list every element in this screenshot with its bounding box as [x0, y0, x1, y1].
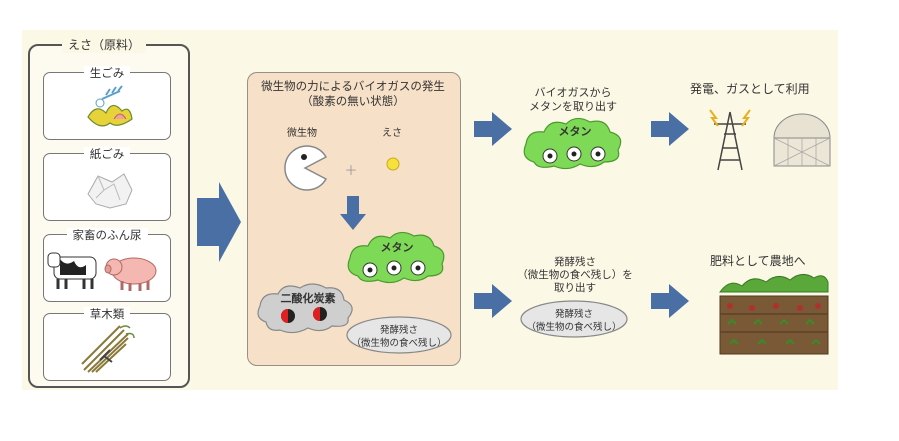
- livestock-icon: [47, 252, 157, 291]
- feed-item-label: 紙ごみ: [83, 147, 131, 161]
- process-title-line2: （酸素の無い状態）: [301, 94, 405, 108]
- methane-cloud-extracted: [523, 117, 622, 170]
- feed-dot-icon: [386, 157, 400, 171]
- arrow-to-residue: [474, 284, 512, 318]
- farmland-icon: [719, 274, 829, 355]
- residue-title-line2: （微生物の食べ残し）を: [517, 269, 633, 281]
- co2-label: 二酸化炭素: [280, 292, 336, 305]
- paper-waste-icon: [87, 173, 133, 209]
- residue-cloud-extracted: [520, 300, 628, 338]
- microbe-icon: [284, 145, 328, 191]
- biogas-title-line2: メタンを取り出す: [529, 100, 617, 113]
- down-arrow: [340, 196, 366, 230]
- residue-title-line3: 取り出す: [554, 282, 596, 294]
- process-title-line1: 微生物の力によるバイオガスの発生: [261, 79, 445, 93]
- grass-bundle-icon: [81, 325, 135, 373]
- feed-item-livestock: 家畜のふん尿: [43, 228, 171, 302]
- fertilizer-title: 肥料として農地へ: [710, 254, 806, 268]
- arrow-to-use: [651, 112, 689, 146]
- feed-item-label: 家畜のふん尿: [66, 228, 148, 242]
- gas-tank-icon: [773, 113, 831, 167]
- feed-dot-label: えさ: [382, 128, 402, 139]
- arrow-to-biogas: [474, 112, 512, 146]
- big-arrow-right: [197, 182, 241, 262]
- methane-cloud-process: [347, 231, 445, 284]
- microbe-label: 微生物: [287, 128, 317, 139]
- residue-cloud-line2: （微生物の食べ残し）: [526, 322, 622, 333]
- feed-item-label: 生ごみ: [83, 66, 131, 80]
- residue-process-line2: （微生物の食べ残し）: [351, 338, 447, 349]
- feed-item-paper-waste: 紙ごみ: [43, 147, 171, 221]
- residue-title-line1: 発酵残さ: [554, 256, 596, 268]
- food-waste-icon: [87, 85, 133, 127]
- feed-item-label: 草木類: [83, 307, 131, 321]
- arrow-to-fertilizer: [651, 284, 689, 318]
- biogas-title-line1: バイオガスから: [534, 86, 612, 99]
- residue-process-line1: 発酵残さ: [379, 325, 418, 336]
- feed-item-grass: 草木類: [43, 307, 171, 381]
- residue-cloud-line1: 発酵残さ: [554, 309, 593, 320]
- residue-cloud-process: [346, 316, 452, 354]
- plus-sign: ＋: [344, 164, 358, 179]
- feed-title: えさ（原料）: [62, 36, 147, 53]
- methane-label-extracted: メタン: [558, 125, 592, 138]
- use-title: 発電、ガスとして利用: [690, 82, 810, 96]
- power-tower-icon: [709, 109, 751, 171]
- feed-item-food-waste: 生ごみ: [43, 66, 171, 140]
- methane-label-process: メタン: [380, 241, 414, 254]
- co2-cloud: [257, 283, 353, 334]
